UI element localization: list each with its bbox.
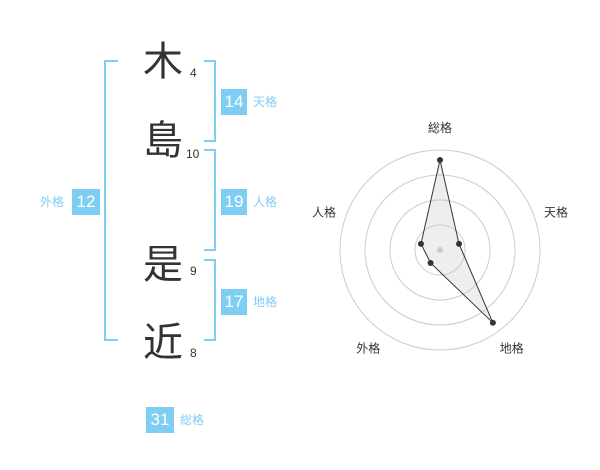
gaikaku-bracket [104,60,118,341]
radar-axis-label-4: 外格 [356,341,380,356]
radar-ring-3 [364,174,516,326]
name-char-2: 島 [143,118,183,164]
radar-point-2 [456,240,463,247]
radar-axis-label-1: 総格 [428,120,452,135]
soukaku-label: 総格 [180,413,205,427]
tenkaku-bracket [204,60,216,142]
chikaku-bracket [204,259,216,341]
radar-point-3 [489,319,496,326]
tenkaku-value: 14 [221,89,247,115]
radar-point-1 [437,157,443,163]
radar-point-4 [427,259,434,266]
soukaku-value: 31 [146,407,174,433]
chikaku-label: 地格 [253,295,278,309]
radar-point-5 [417,240,424,247]
stroke-count-2: 10 [186,147,200,161]
radar-center-dot [437,247,443,253]
radar-ring-2 [389,199,491,301]
chikaku-value: 17 [221,289,247,315]
radar-axis-label-3: 地格 [500,341,524,356]
name-char-3: 是 [143,242,183,288]
jinkaku-bracket [204,149,216,251]
stroke-count-1: 4 [190,66,197,80]
jinkaku-label: 人格 [253,195,278,209]
name-char-1: 木 [143,39,183,85]
gaikaku-value: 12 [72,189,100,215]
radar-axis-label-5: 人格 [312,204,336,219]
stroke-count-4: 8 [190,346,197,360]
gaikaku-label: 外格 [40,195,65,209]
name-char-4: 近 [143,320,183,366]
radar-series-area [420,159,494,324]
tenkaku-label: 天格 [253,95,278,109]
stroke-count-3: 9 [190,264,197,278]
radar-axis-label-2: 天格 [544,204,568,219]
radar-ring-1 [414,224,466,276]
radar-ring-4 [339,149,541,351]
jinkaku-value: 19 [221,189,247,215]
